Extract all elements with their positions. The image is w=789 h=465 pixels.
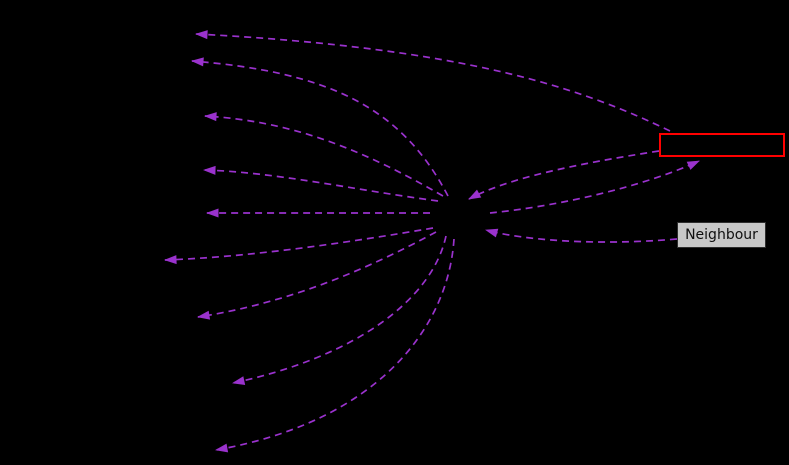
edge-hub-to-node-4 bbox=[203, 165, 439, 202]
edge-highlighted-to-node-1 bbox=[195, 30, 671, 132]
edge-hub-to-node-8 bbox=[232, 235, 447, 386]
edge-highlighted-to-hub bbox=[468, 150, 660, 200]
node-neighbour-label: Neighbour bbox=[685, 227, 758, 243]
node-highlighted[interactable] bbox=[659, 133, 785, 157]
edge-hub-to-node-6 bbox=[164, 227, 434, 265]
edge-hub-to-node-2 bbox=[191, 57, 449, 197]
edge-hub-to-node-7 bbox=[197, 231, 437, 320]
edge-neighbour-to-hub bbox=[485, 228, 678, 243]
node-hub[interactable] bbox=[425, 196, 491, 238]
node-neighbour[interactable]: Neighbour bbox=[677, 222, 766, 248]
edge-hub-to-highlighted bbox=[489, 160, 700, 214]
edge-hub-to-node-3 bbox=[204, 112, 444, 197]
edge-hub-to-node-9 bbox=[215, 238, 455, 453]
